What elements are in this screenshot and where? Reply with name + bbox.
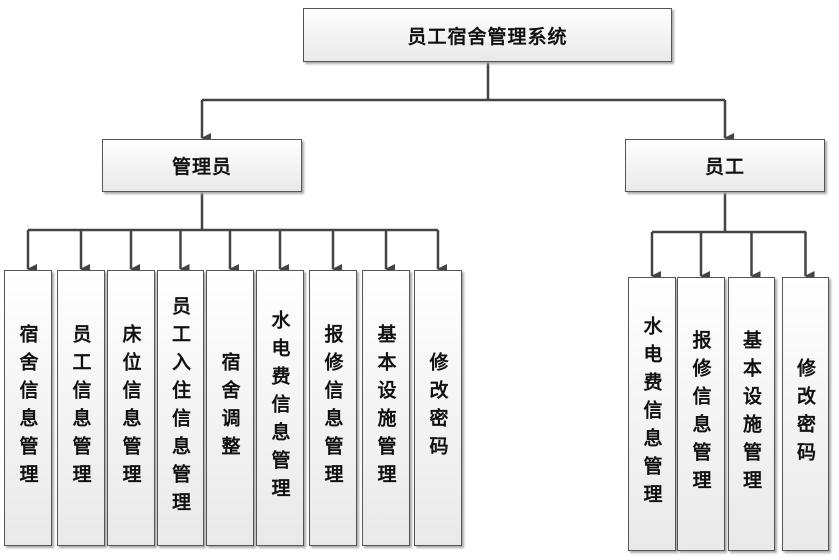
employee-child-node-3: 基本设施管理 — [728, 277, 775, 551]
employee-child-node-4: 修改密码 — [782, 277, 829, 551]
admin-child-node-5: 宿舍调整 — [206, 270, 254, 546]
admin-child-node-1: 宿舍信息管理 — [4, 270, 52, 546]
admin-child-node-8: 基本设施管理 — [362, 270, 410, 546]
admin-child-node-9: 修改密码 — [414, 270, 462, 546]
admin-child-node-7: 报修信息管理 — [309, 270, 357, 546]
employee-node: 员工 — [625, 139, 825, 192]
admin-node: 管理员 — [102, 139, 302, 192]
admin-child-node-6: 水电费信息管理 — [256, 270, 304, 546]
employee-child-node-1: 水电费信息管理 — [628, 277, 676, 551]
admin-child-node-4: 员工入住信息管理 — [157, 270, 204, 546]
admin-child-node-2: 员工信息管理 — [57, 270, 105, 546]
employee-child-node-2: 报修信息管理 — [677, 277, 725, 551]
root-node: 员工宿舍管理系统 — [303, 8, 672, 62]
admin-child-node-3: 床位信息管理 — [107, 270, 155, 546]
